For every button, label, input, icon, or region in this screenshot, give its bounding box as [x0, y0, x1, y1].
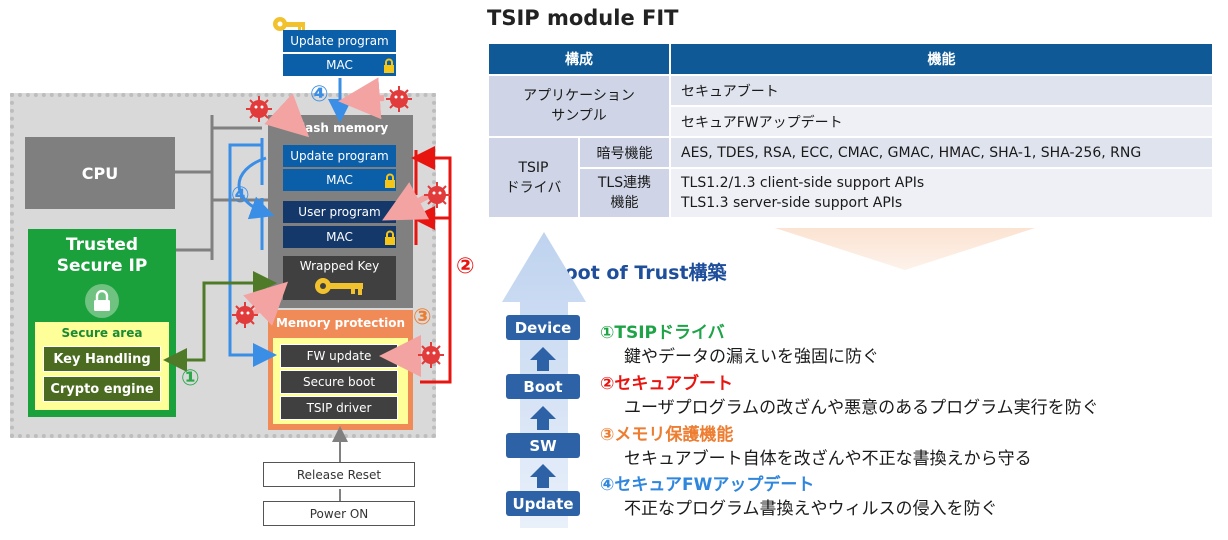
table-title: TSIP module FIT	[487, 6, 679, 30]
flash-update-program-label: Update program	[290, 149, 389, 163]
flash-update-mac-label: MAC	[326, 173, 353, 187]
external-update-program-label: Update program	[290, 34, 389, 48]
lock-icon-flash-user-mac	[384, 230, 396, 250]
wrapped-key-block: Wrapped Key	[283, 256, 396, 300]
cpu-block: CPU	[25, 137, 175, 209]
marker-2: ②	[456, 254, 475, 279]
trusted-secure-ip: Trusted Secure IP Secure area Key Handli…	[28, 229, 176, 417]
tsip-fit-table: 構成 機能 アプリケーション サンプル セキュアブート セキュアFWアップデート…	[487, 42, 1214, 219]
cell-secure-boot: セキュアブート	[669, 74, 1214, 107]
cell-tls: TLS連携 機能	[578, 167, 671, 219]
header-function: 機能	[669, 42, 1214, 76]
down-chevron-shape	[775, 228, 1035, 270]
flash-user-program: User program	[283, 201, 396, 223]
wrapped-key-label: Wrapped Key	[299, 259, 380, 273]
flash-update-program: Update program	[283, 145, 396, 167]
crypto-engine-label: Crypto engine	[50, 381, 154, 397]
key-icon-wrapped	[313, 275, 367, 301]
item-2-title: ②セキュアブート	[600, 374, 734, 394]
table-row: セキュアFWアップデート	[488, 105, 1214, 138]
flash-update-mac: MAC	[283, 169, 396, 191]
item-1-title: ①TSIPドライバ	[600, 323, 725, 343]
table-row: アプリケーション サンプル セキュアブート	[487, 74, 1214, 138]
crypto-engine-block: Crypto engine	[43, 376, 161, 402]
root-of-trust-title: Root of Trust構築	[550, 262, 727, 284]
secure-boot-label: Secure boot	[302, 375, 376, 389]
table-row: TLS連携 機能 TLS1.2/1.3 client-side support …	[488, 167, 1214, 219]
item-3-desc: セキュアブート自体を改ざんや不正な書換えから守る	[624, 449, 1032, 469]
release-reset-box: Release Reset	[263, 462, 415, 487]
flash-user-mac-label: MAC	[326, 230, 353, 244]
key-handling-label: Key Handling	[53, 351, 151, 367]
tls-client-text: TLS1.2/1.3 client-side support APIs	[681, 175, 925, 191]
marker-1: ①	[181, 366, 200, 391]
cell-crypto-list: AES, TDES, RSA, ECC, CMAC, GMAC, HMAC, S…	[669, 136, 1214, 169]
power-on-box: Power ON	[263, 501, 415, 526]
fw-update-bracket	[228, 143, 277, 367]
key-icon-top	[272, 14, 308, 42]
up-arrow-icon	[530, 464, 556, 492]
flow-arrows	[163, 77, 452, 501]
secure-area: Secure area Key Handling Crypto engine	[35, 322, 169, 410]
flash-user-program-label: User program	[298, 205, 381, 219]
up-arrow-icon	[530, 406, 556, 434]
flash-user-mac: MAC	[283, 226, 396, 248]
tls-server-text: TLS1.3 server-side support APIs	[681, 195, 903, 211]
lock-icon-external-mac	[383, 58, 395, 78]
update-loop-arrow	[237, 156, 275, 220]
table-header-row: 構成 機能	[487, 42, 1214, 76]
step-boot: Boot	[506, 374, 580, 399]
memory-protection-label: Memory protection	[275, 316, 406, 330]
table-row: TSIP ドライバ 暗号機能 AES, TDES, RSA, ECC, CMAC…	[487, 136, 1214, 219]
step-sw: SW	[506, 433, 580, 458]
marker-3: ③	[413, 305, 432, 330]
virus-icon	[424, 182, 450, 212]
virus-icon	[418, 342, 444, 372]
step-boot-label: Boot	[523, 377, 563, 396]
marker-4-top: ④	[310, 82, 329, 107]
external-mac: MAC	[283, 54, 396, 76]
power-on-label: Power ON	[309, 506, 369, 521]
item-2-desc: ユーザプログラムの改ざんや悪意のあるプログラム実行を防ぐ	[624, 398, 1099, 418]
item-4-title: ④セキュアFWアップデート	[600, 475, 815, 495]
step-update: Update	[506, 491, 580, 516]
item-3-title: ③メモリ保護機能	[600, 425, 734, 445]
secure-lock-icon	[85, 284, 119, 318]
cell-app-sample: アプリケーション サンプル	[487, 74, 671, 138]
step-sw-label: SW	[529, 436, 557, 455]
up-arrow-icon	[530, 347, 556, 375]
virus-icon	[246, 96, 272, 126]
marker-4-left: ④	[231, 183, 250, 208]
virus-icon	[232, 302, 258, 332]
step-device-label: Device	[514, 318, 572, 337]
mcu-diagram: CPU Trusted Secure IP Secure area Key Ha…	[0, 0, 480, 540]
cell-tsip-driver: TSIP ドライバ	[487, 136, 580, 219]
tsip-driver-block: TSIP driver	[280, 396, 398, 420]
fw-update-label: FW update	[306, 349, 372, 363]
external-mac-label: MAC	[326, 58, 353, 72]
secure-boot-bracket	[411, 146, 452, 384]
flash-memory-label: Flash memory	[292, 121, 389, 135]
header-composition: 構成	[487, 42, 671, 76]
external-update-program: Update program	[283, 30, 396, 52]
key-handling-block: Key Handling	[43, 346, 161, 372]
tsip-driver-label: TSIP driver	[306, 401, 372, 415]
release-reset-label: Release Reset	[296, 467, 382, 482]
virus-icon	[386, 86, 412, 116]
secure-area-label: Secure area	[61, 326, 143, 340]
cell-secure-fw-update: セキュアFWアップデート	[669, 105, 1214, 138]
memory-protection: Memory protection FW update Secure boot …	[268, 310, 413, 430]
trusted-secure-ip-title: Trusted Secure IP	[56, 235, 148, 276]
fw-update-block: FW update	[280, 344, 398, 368]
step-device: Device	[506, 315, 580, 340]
cpu-label: CPU	[81, 163, 119, 183]
secure-boot-block: Secure boot	[280, 370, 398, 394]
cell-crypto: 暗号機能	[578, 136, 671, 169]
item-4-desc: 不正なプログラム書換えやウィルスの侵入を防ぐ	[624, 499, 998, 519]
step-update-label: Update	[512, 494, 574, 513]
item-1-desc: 鍵やデータの漏えいを強固に防ぐ	[624, 347, 879, 367]
cell-tls-apis: TLS1.2/1.3 client-side support APIs TLS1…	[669, 167, 1214, 219]
